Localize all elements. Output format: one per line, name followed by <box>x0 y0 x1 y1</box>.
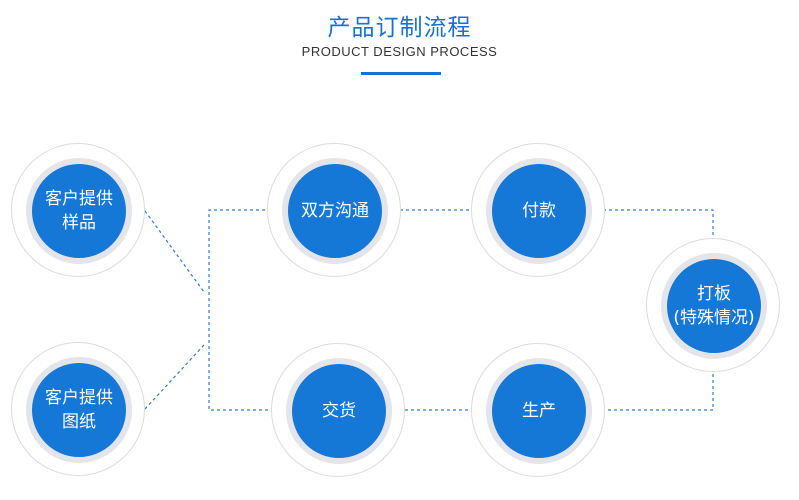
step-payment-circle: 付款 <box>486 158 592 264</box>
connector-proofing-to-production <box>591 362 714 411</box>
step-payment-label: 付款 <box>522 201 556 221</box>
page-title: 产品订制流程 <box>327 15 472 41</box>
step-customer-drawing-circle: 客户提供 图纸 <box>26 357 132 463</box>
step-production-label: 生产 <box>522 401 556 421</box>
step-communication-circle: 双方沟通 <box>282 158 388 264</box>
step-delivery: 交货 <box>271 343 405 477</box>
connector-bracket <box>208 209 283 411</box>
step-proofing: 打板 (特殊情况) <box>646 238 780 372</box>
step-communication: 双方沟通 <box>267 143 401 277</box>
step-production-circle: 生产 <box>486 358 592 464</box>
step-proofing-label: 打板 (特殊情况) <box>673 284 755 328</box>
step-delivery-circle: 交货 <box>286 358 392 464</box>
step-proofing-circle: 打板 (特殊情况) <box>661 253 767 359</box>
title-underline <box>361 72 441 75</box>
step-communication-label: 双方沟通 <box>301 201 369 221</box>
step-customer-drawing-label: 客户提供 图纸 <box>45 388 113 432</box>
step-customer-sample-circle: 客户提供 样品 <box>26 158 132 264</box>
step-customer-drawing: 客户提供 图纸 <box>11 342 145 476</box>
step-customer-sample: 客户提供 样品 <box>11 143 145 277</box>
connector-drawing-to-junction <box>144 344 205 410</box>
step-production: 生产 <box>471 343 605 477</box>
page-subtitle: PRODUCT DESIGN PROCESS <box>301 44 498 59</box>
connector-sample-to-junction <box>144 210 205 293</box>
step-payment: 付款 <box>471 143 605 277</box>
step-delivery-label: 交货 <box>322 401 356 421</box>
connector-payment-to-proofing <box>591 209 714 248</box>
step-customer-sample-label: 客户提供 样品 <box>45 189 113 233</box>
